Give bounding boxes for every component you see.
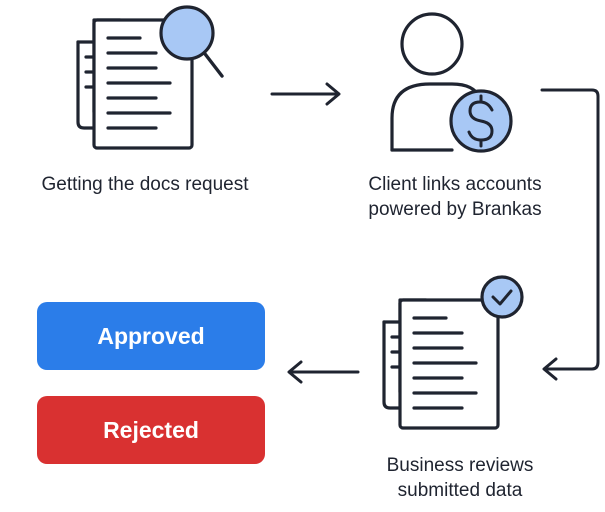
caption-line: Getting the docs request (41, 174, 249, 195)
rejected-button[interactable]: Rejected (37, 396, 265, 464)
approved-button[interactable]: Approved (37, 302, 265, 370)
step-caption-docs-request: Getting the docs request (10, 172, 280, 197)
caption-line: Client links accounts (368, 174, 542, 195)
caption-line: submitted data (397, 480, 523, 501)
document-search-icon (76, 5, 224, 150)
document-check-icon (382, 275, 524, 430)
arrow-down-connector (540, 88, 600, 381)
caption-line: Business reviews (386, 455, 534, 476)
step-caption-business-review: Business reviews submitted data (350, 453, 570, 503)
user-dollar-icon (390, 12, 513, 153)
arrow-left (287, 360, 360, 384)
step-caption-link-accounts: Client links accounts powered by Brankas (335, 172, 575, 222)
caption-line: powered by Brankas (368, 199, 542, 220)
arrow-right (270, 82, 341, 106)
